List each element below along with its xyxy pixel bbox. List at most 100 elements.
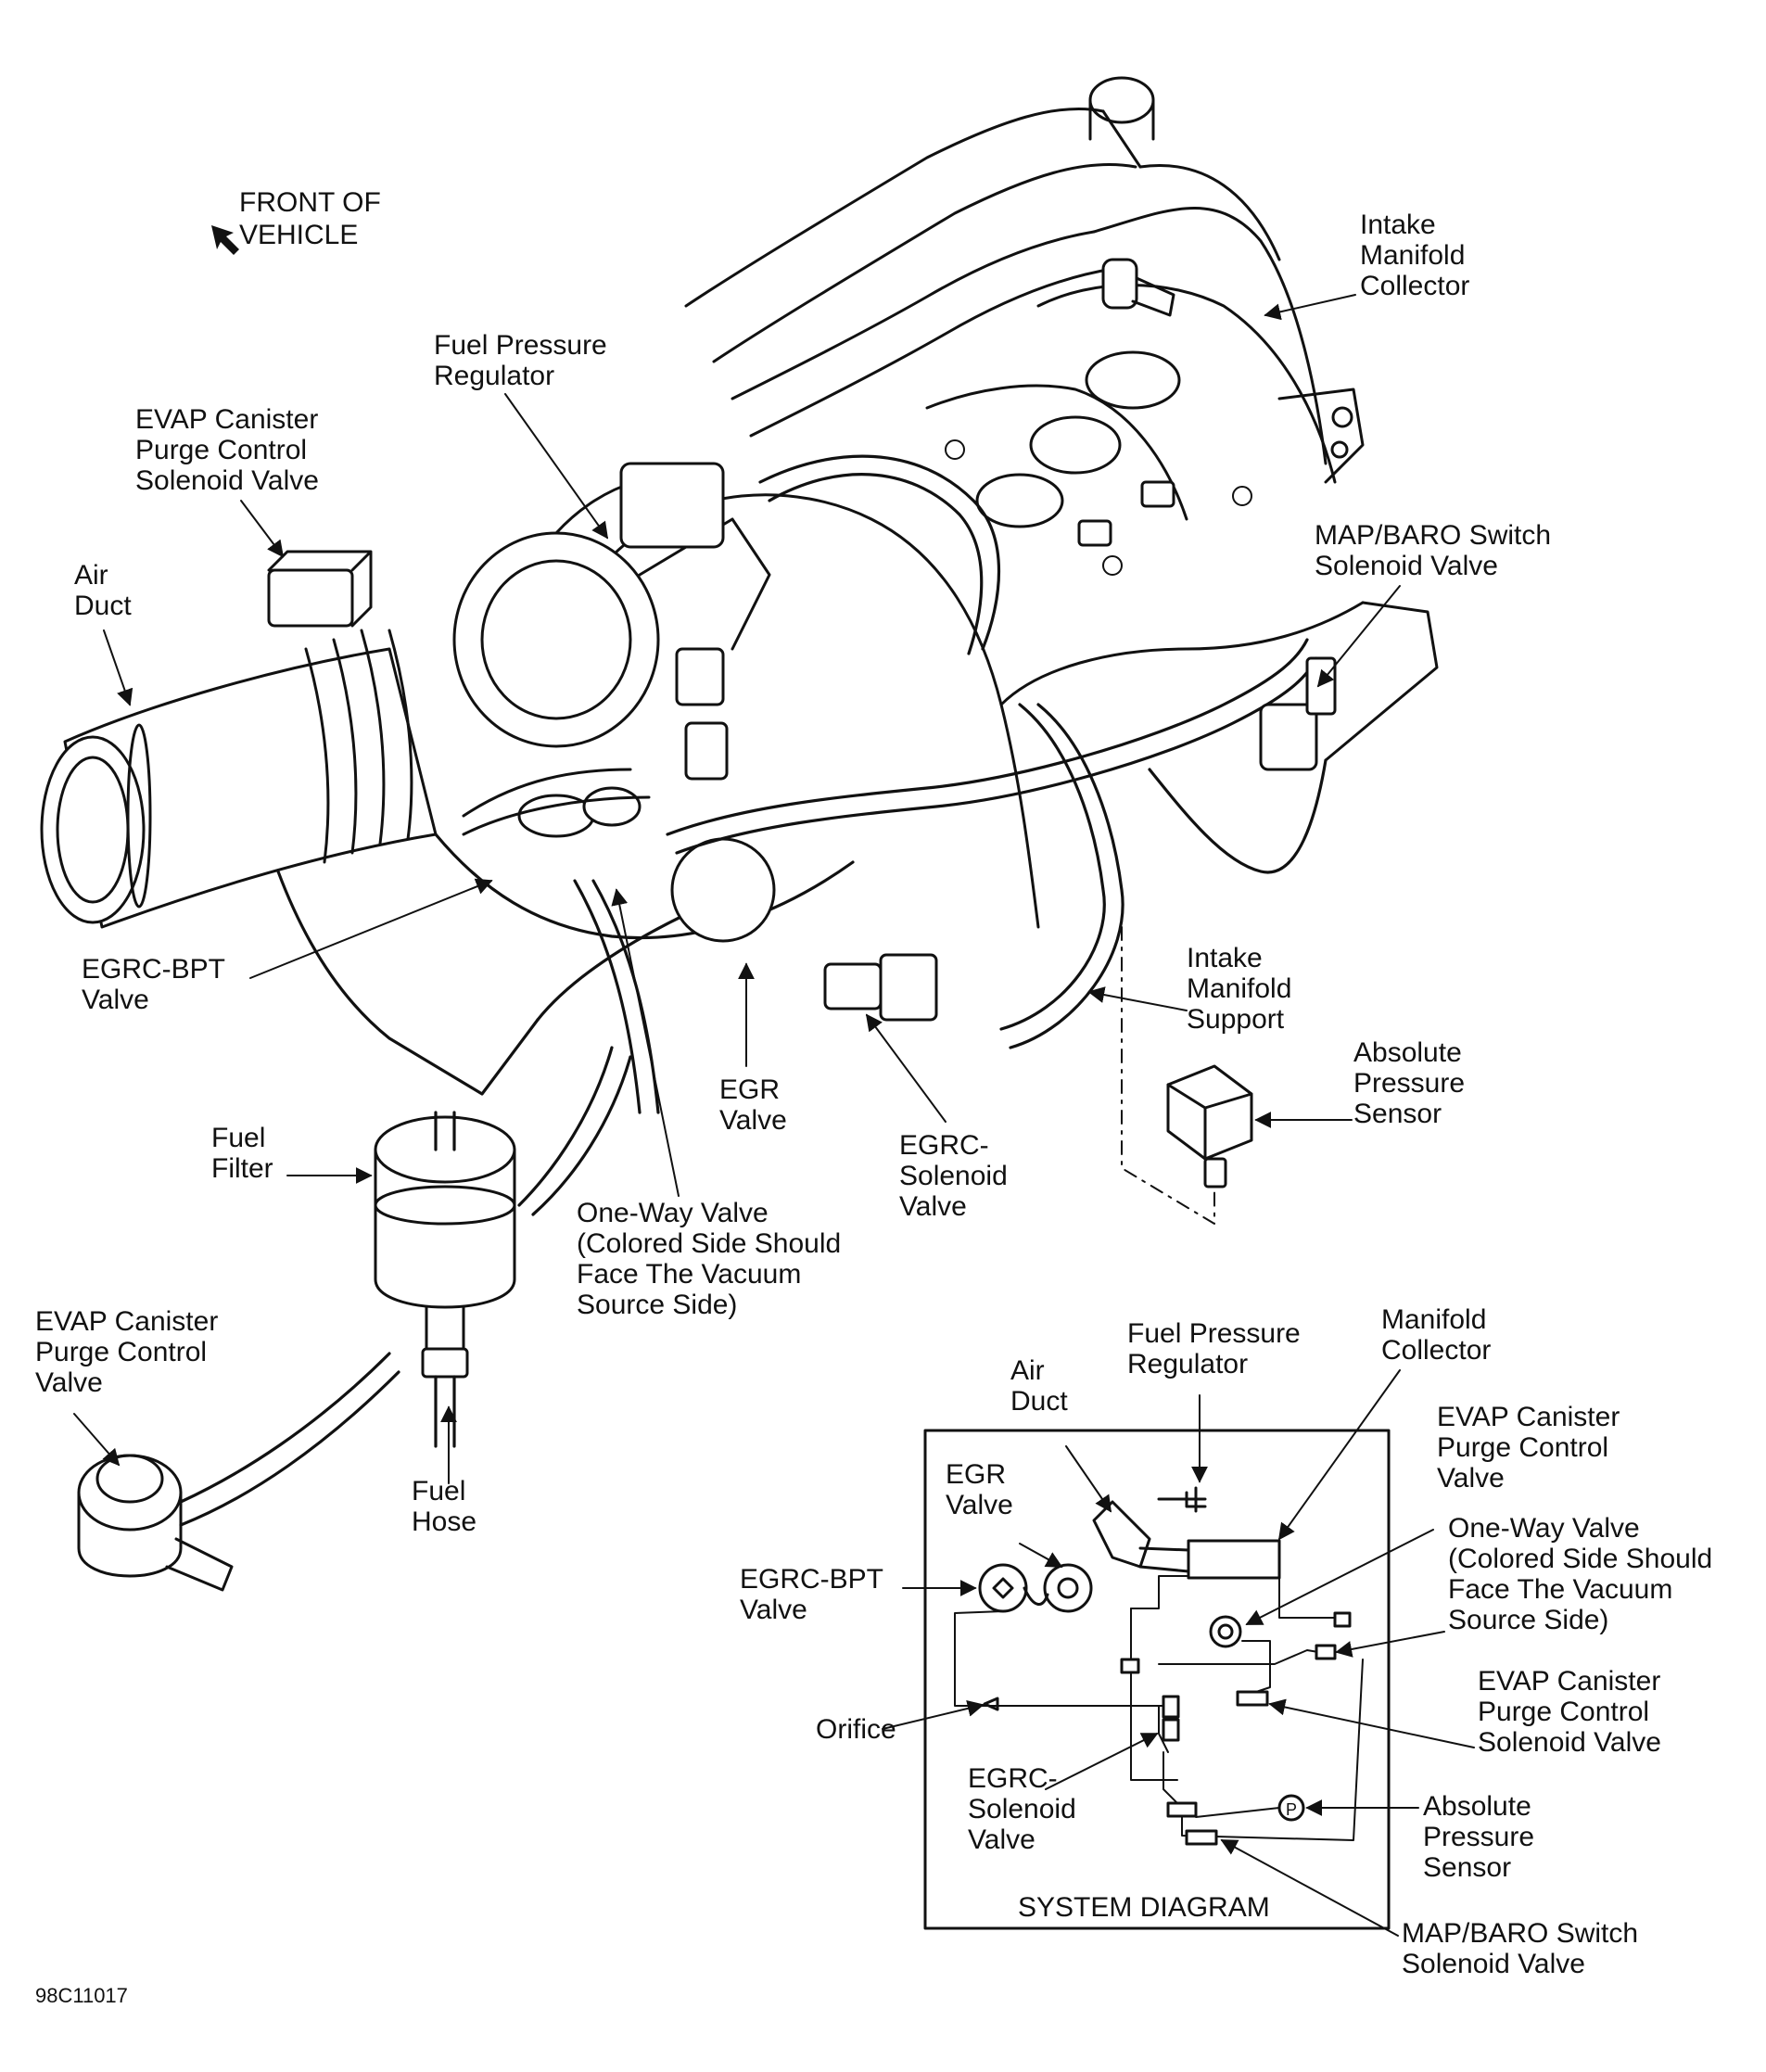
label-intake-manifold-collector: Intake Manifold Collector	[1360, 210, 1469, 301]
svg-text:Hose: Hose	[412, 1506, 476, 1537]
svg-text:Fuel Pressure: Fuel Pressure	[1127, 1318, 1301, 1349]
svg-text:Support: Support	[1187, 1004, 1285, 1035]
svg-text:Manifold: Manifold	[1187, 973, 1291, 1004]
sd-manifold-collector	[1187, 1539, 1281, 1580]
svg-text:Solenoid: Solenoid	[968, 1794, 1076, 1824]
svg-text:Duct: Duct	[1010, 1386, 1068, 1417]
svg-text:Orifice: Orifice	[816, 1714, 896, 1745]
svg-text:Sensor: Sensor	[1423, 1852, 1511, 1883]
sd-egr-valve	[1043, 1563, 1093, 1613]
svg-text:Filter: Filter	[211, 1153, 273, 1184]
svg-text:Manifold: Manifold	[1381, 1304, 1486, 1335]
sd-map-baro-solenoid	[1185, 1829, 1218, 1846]
label-egr-valve: EGR Valve	[719, 1074, 787, 1136]
sd-one-way-valve-small	[1315, 1644, 1337, 1660]
sd-egrc-bpt-valve	[978, 1563, 1028, 1613]
svg-text:Valve: Valve	[1437, 1463, 1505, 1494]
svg-text:Valve: Valve	[968, 1824, 1035, 1855]
svg-text:Valve: Valve	[82, 985, 149, 1015]
sd-label-evap-canister-purge-control-solenoid-valve: EVAP Canister Purge Control Solenoid Val…	[1478, 1666, 1661, 1758]
svg-text:Valve: Valve	[35, 1367, 103, 1398]
svg-text:EVAP Canister: EVAP Canister	[35, 1306, 218, 1337]
sd-label-egrc-solenoid-valve: EGRC- Solenoid Valve	[968, 1763, 1076, 1855]
svg-text:Manifold: Manifold	[1360, 240, 1465, 271]
svg-text:Fuel Pressure: Fuel Pressure	[434, 330, 607, 361]
svg-text:Regulator: Regulator	[1127, 1349, 1248, 1379]
orientation-line2: VEHICLE	[239, 220, 358, 250]
svg-text:Air: Air	[74, 560, 108, 591]
svg-text:Absolute: Absolute	[1423, 1791, 1531, 1822]
svg-text:Fuel: Fuel	[412, 1476, 465, 1506]
svg-text:(Colored Side Should: (Colored Side Should	[1448, 1544, 1712, 1574]
svg-text:One-Way Valve: One-Way Valve	[577, 1198, 769, 1228]
svg-text:EVAP Canister: EVAP Canister	[1437, 1402, 1620, 1432]
sd-label-one-way-valve: One-Way Valve (Colored Side Should Face …	[1448, 1513, 1712, 1635]
orientation-line1: FRONT OF	[239, 187, 381, 218]
svg-text:(Colored Side Should: (Colored Side Should	[577, 1228, 841, 1259]
svg-text:EGRC-BPT: EGRC-BPT	[82, 954, 225, 985]
sd-label-egrc-bpt-valve: EGRC-BPT Valve	[740, 1564, 883, 1625]
arrow-up-left-icon	[211, 225, 239, 255]
svg-text:Solenoid Valve: Solenoid Valve	[1402, 1949, 1585, 1979]
svg-text:Duct: Duct	[74, 591, 132, 621]
svg-text:Solenoid: Solenoid	[899, 1161, 1008, 1191]
svg-text:Purge Control: Purge Control	[135, 435, 307, 465]
svg-text:Absolute: Absolute	[1353, 1037, 1462, 1068]
svg-text:Purge Control: Purge Control	[1437, 1432, 1608, 1463]
svg-text:EGR: EGR	[719, 1074, 780, 1105]
label-egrc-bpt-valve: EGRC-BPT Valve	[82, 954, 225, 1015]
sd-one-way-valve	[1209, 1615, 1242, 1648]
sd-evap-solenoid	[1236, 1690, 1269, 1707]
svg-text:Solenoid Valve: Solenoid Valve	[1315, 551, 1498, 581]
sd-label-evap-canister-purge-control-valve: EVAP Canister Purge Control Valve	[1437, 1402, 1620, 1494]
label-evap-canister-purge-control-solenoid-valve: EVAP Canister Purge Control Solenoid Val…	[135, 404, 319, 496]
svg-text:Fuel: Fuel	[211, 1123, 265, 1153]
svg-text:Intake: Intake	[1187, 943, 1263, 973]
svg-text:Valve: Valve	[740, 1595, 807, 1625]
system-diagram-title: SYSTEM DIAGRAM	[1018, 1892, 1270, 1923]
sd-purge-control-valve	[1333, 1611, 1352, 1628]
svg-text:EGRC-: EGRC-	[899, 1130, 989, 1161]
svg-text:Regulator: Regulator	[434, 361, 554, 391]
label-evap-canister-purge-control-valve: EVAP Canister Purge Control Valve	[35, 1306, 218, 1398]
sd-absolute-pressure-sensor	[1277, 1794, 1305, 1822]
svg-text:EGR: EGR	[946, 1459, 1006, 1490]
svg-text:Pressure: Pressure	[1423, 1822, 1534, 1852]
svg-text:Valve: Valve	[946, 1490, 1013, 1520]
svg-text:EGRC-: EGRC-	[968, 1763, 1058, 1794]
label-map-baro-switch-solenoid-valve: MAP/BARO Switch Solenoid Valve	[1315, 520, 1551, 581]
sd-orifice	[983, 1697, 999, 1711]
svg-text:Air: Air	[1010, 1355, 1045, 1386]
svg-text:EGRC-BPT: EGRC-BPT	[740, 1564, 883, 1595]
system-diagram: P	[923, 1429, 1391, 1930]
sd-label-fuel-pressure-regulator: Fuel Pressure Regulator	[1127, 1318, 1301, 1379]
label-egrc-solenoid-valve: EGRC- Solenoid Valve	[899, 1130, 1008, 1222]
figure-id: 98C11017	[35, 1984, 128, 2007]
sd-label-map-baro-switch-solenoid-valve: MAP/BARO Switch Solenoid Valve	[1402, 1918, 1638, 1979]
svg-text:Pressure: Pressure	[1353, 1068, 1465, 1099]
svg-text:Solenoid Valve: Solenoid Valve	[135, 465, 319, 496]
label-air-duct: Air Duct	[74, 560, 132, 621]
label-fuel-pressure-regulator: Fuel Pressure Regulator	[434, 330, 607, 391]
svg-text:Purge Control: Purge Control	[1478, 1697, 1649, 1727]
sd-small-valve	[1120, 1658, 1140, 1674]
sd-label-air-duct: Air Duct	[1010, 1355, 1068, 1417]
label-fuel-filter: Fuel Filter	[211, 1123, 273, 1184]
svg-text:Collector: Collector	[1360, 271, 1469, 301]
label-intake-manifold-support: Intake Manifold Support	[1187, 943, 1291, 1035]
leader-lines	[73, 294, 1475, 1937]
svg-text:Face The Vacuum: Face The Vacuum	[1448, 1574, 1672, 1605]
label-one-way-valve: One-Way Valve (Colored Side Should Face …	[577, 1198, 841, 1320]
svg-text:One-Way Valve: One-Way Valve	[1448, 1513, 1640, 1544]
svg-text:Collector: Collector	[1381, 1335, 1491, 1366]
sd-label-manifold-collector: Manifold Collector	[1381, 1304, 1491, 1366]
svg-text:Solenoid Valve: Solenoid Valve	[1478, 1727, 1661, 1758]
svg-text:Source Side): Source Side)	[1448, 1605, 1608, 1635]
label-fuel-hose: Fuel Hose	[412, 1476, 476, 1537]
svg-text:EVAP Canister: EVAP Canister	[1478, 1666, 1660, 1697]
sd-small-solenoid	[1166, 1801, 1198, 1818]
svg-text:Face The Vacuum: Face The Vacuum	[577, 1259, 801, 1290]
svg-text:Intake: Intake	[1360, 210, 1436, 240]
